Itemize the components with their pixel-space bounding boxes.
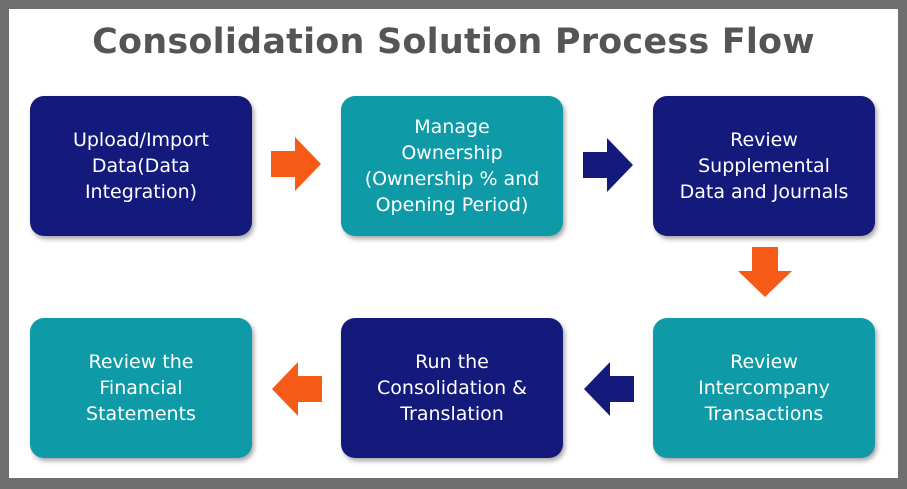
step-review-financial-statements: Review the Financial Statements	[30, 318, 252, 458]
diagram-title: Consolidation Solution Process Flow	[92, 22, 815, 62]
step-label: Run the Consolidation & Translation	[377, 351, 527, 425]
step-review-intercompany-transactions: Review Intercompany Transactions	[653, 318, 875, 458]
step-label: Review Supplemental Data and Journals	[679, 129, 849, 203]
arrow-right-icon	[583, 138, 633, 192]
arrow-down-icon	[738, 247, 792, 297]
arrow-right-icon	[271, 137, 321, 191]
step-review-supplemental-data: Review Supplemental Data and Journals	[653, 96, 875, 236]
arrow-left-icon	[584, 362, 634, 416]
arrow-left-icon	[272, 362, 322, 416]
step-label: Review Intercompany Transactions	[698, 351, 830, 425]
step-label: Upload/Import Data(Data Integration)	[72, 129, 210, 203]
step-label: Review the Financial Statements	[86, 351, 196, 425]
step-run-consolidation: Run the Consolidation & Translation	[341, 318, 563, 458]
step-upload-import-data: Upload/Import Data(Data Integration)	[30, 96, 252, 236]
step-label: Manage Ownership (Ownership % and Openin…	[364, 116, 540, 216]
step-manage-ownership: Manage Ownership (Ownership % and Openin…	[341, 96, 563, 236]
